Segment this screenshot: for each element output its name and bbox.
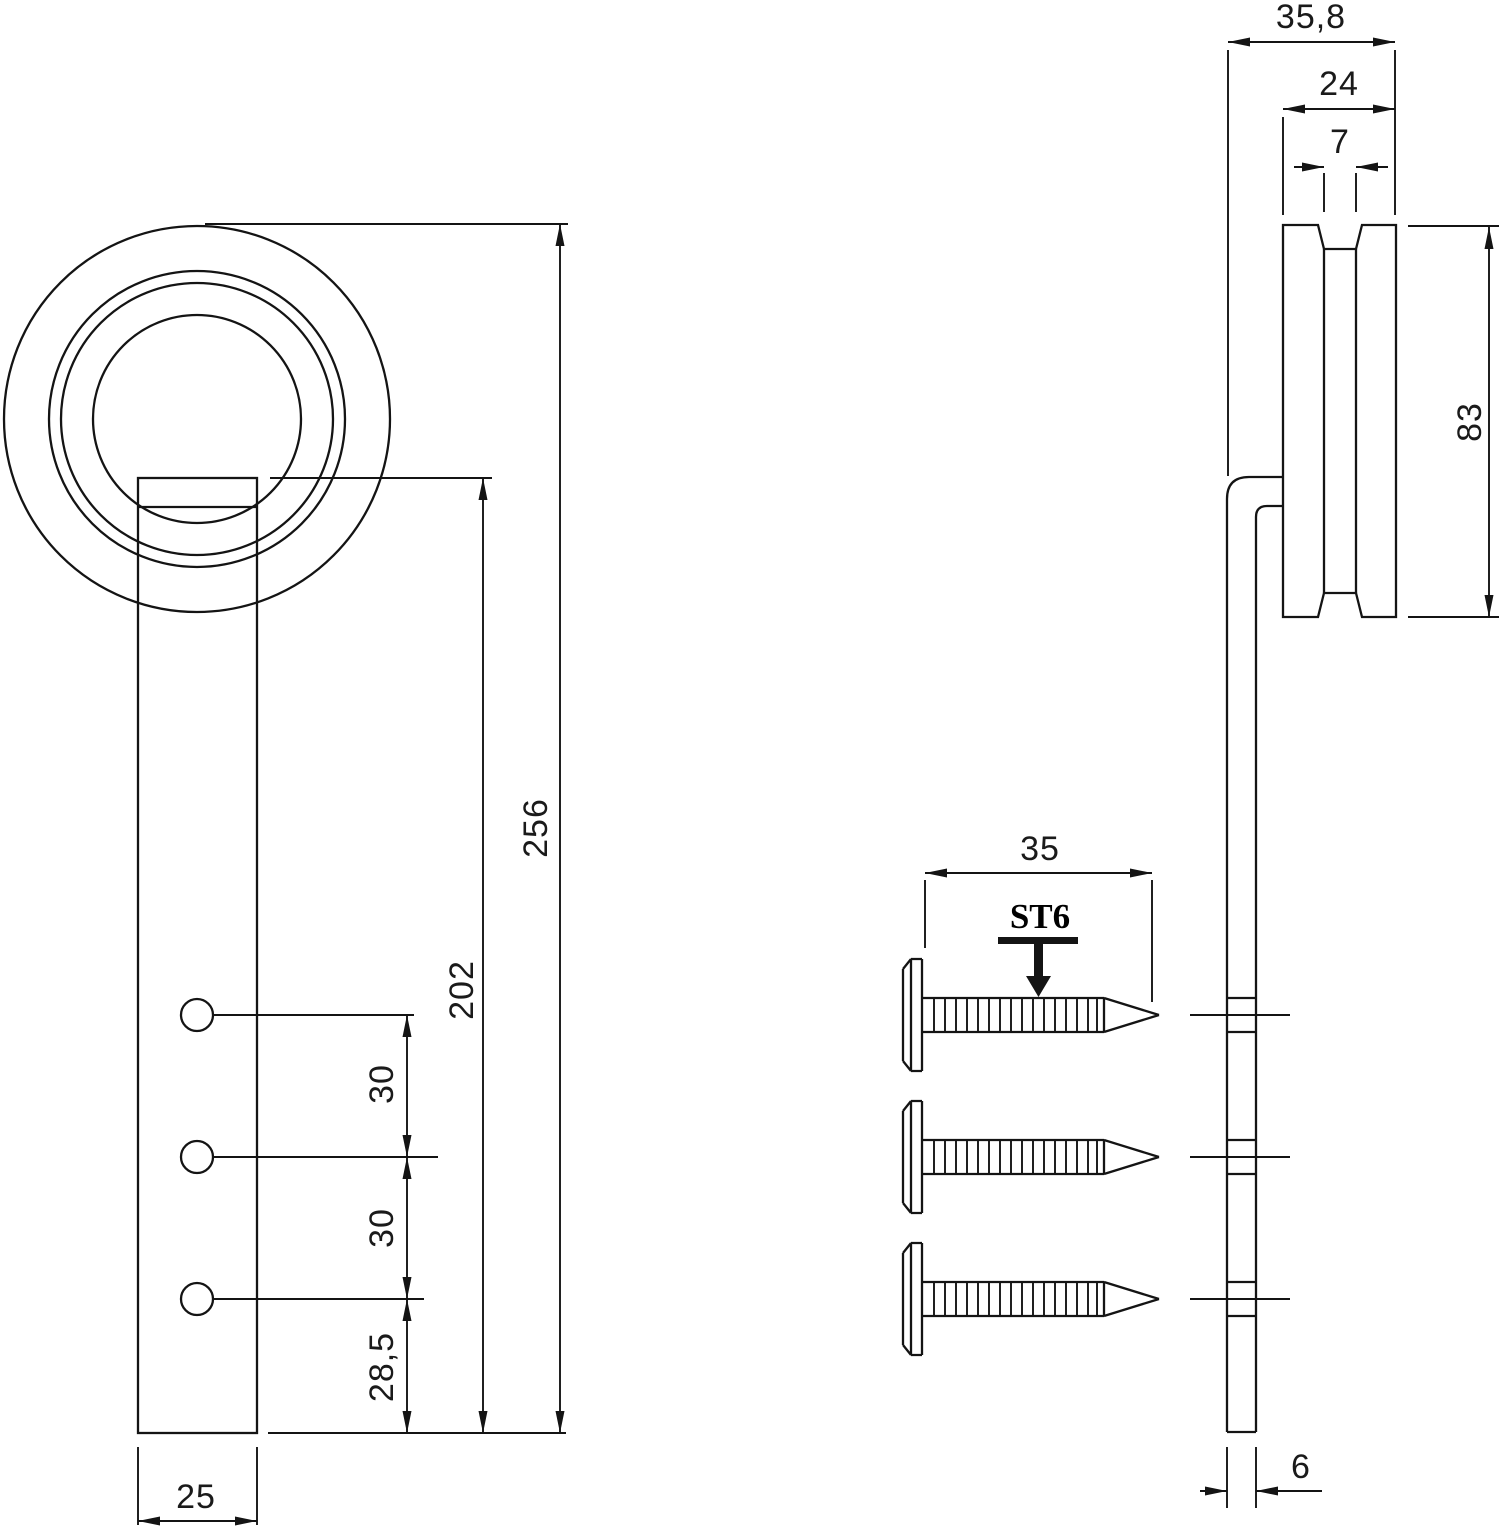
screw-shank: [922, 1280, 1106, 1318]
strap-hole-2: [179, 1139, 215, 1175]
screw-head: [901, 1099, 924, 1215]
wheel-rim-inner-circle: [59, 281, 335, 557]
dim-label-256: 256: [517, 798, 555, 858]
dim-label-24: 24: [1319, 65, 1359, 103]
screw-threads: [933, 1282, 1098, 1316]
arrow-left-icon: [1228, 37, 1250, 47]
arrow-down-icon: [1026, 976, 1051, 997]
dim-hole-chain: 30 30 28,5: [213, 1014, 438, 1433]
arrow-left-icon: [1356, 162, 1378, 172]
dim-35-screw: 35: [924, 830, 1153, 1002]
screw-threads: [933, 998, 1098, 1032]
wheel-profile: [1281, 223, 1398, 619]
dim-label-35-8: 35,8: [1276, 0, 1346, 36]
arrow-down-icon: [555, 1411, 565, 1433]
dim-label-25: 25: [176, 1478, 216, 1516]
arrow-up-icon: [402, 1157, 412, 1179]
arrow-left-icon: [138, 1516, 160, 1526]
dim-7: 7: [1294, 123, 1388, 212]
dim-label-7: 7: [1330, 123, 1350, 161]
st6-callout: ST6: [998, 897, 1078, 997]
strap-hole-2-edges: [1227, 1138, 1256, 1176]
dim-35-8: 35,8: [1227, 0, 1396, 476]
strap-hole-1-edges: [1227, 996, 1256, 1034]
arrow-down-icon: [402, 1411, 412, 1433]
dim-label-35: 35: [1020, 830, 1060, 868]
side-view: 35,8 24 7 83: [1190, 0, 1499, 1508]
dim-label-6: 6: [1291, 1448, 1311, 1486]
arrow-up-icon: [1484, 227, 1494, 249]
dim-label-202: 202: [443, 960, 481, 1020]
screw-tip: [1103, 996, 1160, 1034]
screw-shank: [922, 1138, 1106, 1176]
dim-24: 24: [1282, 65, 1395, 215]
arrow-down-icon: [1484, 595, 1494, 617]
arrow-right-icon: [1205, 1486, 1227, 1496]
arrow-up-icon: [555, 224, 565, 246]
strap-outline: [136, 476, 259, 1435]
strap-hole-3-edges: [1227, 1280, 1256, 1318]
strap-profile: [1190, 475, 1290, 1434]
dim-6: 6: [1200, 1447, 1322, 1508]
wheel-circles: [2, 224, 392, 614]
screw-2: [901, 1099, 1160, 1215]
strap-hole-1: [179, 997, 215, 1033]
dim-label-30-upper: 30: [363, 1064, 401, 1104]
strap-plate: [136, 476, 259, 1435]
screw-shank: [922, 996, 1106, 1034]
arrow-right-icon: [1302, 162, 1324, 172]
strap-outer-face: [1225, 475, 1283, 1432]
front-view: 30 30 28,5 202 256 25: [2, 223, 568, 1526]
arrow-right-icon: [235, 1516, 257, 1526]
screw-1: [901, 957, 1160, 1073]
strap-hole-3: [179, 1281, 215, 1317]
wheel-rim-outer-circle: [47, 269, 347, 569]
dim-label-30-lower: 30: [363, 1208, 401, 1248]
wheel-side-outline: [1281, 223, 1398, 619]
dim-256: 256: [205, 223, 568, 1434]
st6-symbol-stem: [1034, 944, 1043, 976]
arrow-down-icon: [402, 1277, 412, 1299]
arrow-up-icon: [478, 478, 488, 500]
arrow-left-icon: [1256, 1486, 1278, 1496]
dim-202: 202: [270, 477, 492, 1433]
strap-inner-face: [1254, 504, 1283, 1432]
screw-head: [901, 957, 924, 1073]
dim-label-28-5: 28,5: [363, 1332, 401, 1402]
arrow-up-icon: [402, 1299, 412, 1321]
screw-3: [901, 1241, 1160, 1357]
wheel-outer-circle: [2, 224, 392, 614]
screw-type-label: ST6: [1010, 897, 1070, 936]
wheel-hub-circle: [91, 313, 303, 525]
st6-symbol-bar: [998, 937, 1078, 944]
screw-tip: [1103, 1138, 1160, 1176]
arrow-left-icon: [925, 868, 947, 878]
dim-25: 25: [137, 1447, 258, 1526]
arrow-right-icon: [1373, 104, 1395, 114]
arrow-right-icon: [1130, 868, 1152, 878]
arrow-up-icon: [402, 1015, 412, 1037]
arrow-left-icon: [1283, 104, 1305, 114]
screw-threads: [933, 1140, 1098, 1174]
screw-tip: [1103, 1280, 1160, 1318]
screw-head: [901, 1241, 924, 1357]
arrow-right-icon: [1373, 37, 1395, 47]
arrow-down-icon: [478, 1411, 488, 1433]
dim-83: 83: [1408, 225, 1499, 618]
arrow-down-icon: [402, 1135, 412, 1157]
screws-detail: 35 ST6: [901, 830, 1160, 1357]
dim-label-83: 83: [1451, 402, 1489, 442]
